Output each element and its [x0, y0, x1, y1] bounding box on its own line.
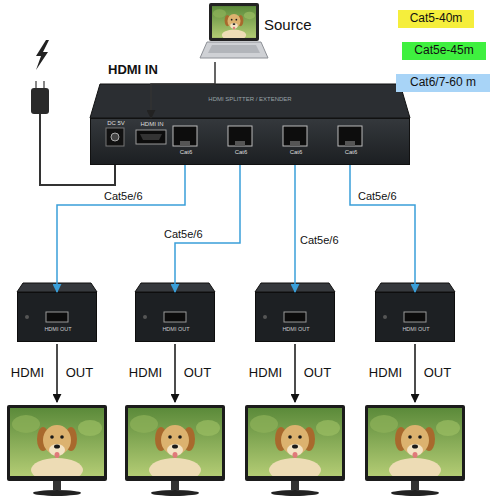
laptop-lid: [209, 3, 259, 41]
source-label: Source: [264, 16, 312, 33]
cable-label: Cat5e/6: [300, 234, 339, 247]
rj45-notch: [290, 141, 300, 146]
laptop-keyboard: [208, 45, 260, 53]
status-led: [143, 315, 147, 319]
rj45-port: [228, 126, 252, 146]
hdmi-port: [284, 312, 306, 322]
output-label: HDMI OUT: [11, 366, 93, 381]
source-laptop: Source: [198, 2, 318, 62]
rj45-notch: [180, 141, 190, 146]
hdmi-out-arrow: [174, 344, 176, 402]
cable-spec-box: Cat6/7-60 m: [396, 74, 490, 92]
status-led: [25, 315, 29, 319]
cable-label: Cat5e/6: [164, 228, 203, 241]
monitor: [125, 405, 225, 496]
output-label: HDMI OUT: [129, 366, 211, 381]
cable-label: HDMI IN: [108, 63, 158, 78]
monitor: [7, 405, 107, 496]
splitter-top: [90, 84, 410, 118]
output-label: HDMI OUT: [249, 366, 331, 381]
port-label: HDMI OUT: [282, 326, 309, 332]
cable-spec-box: Cat5e-45m: [402, 42, 486, 60]
hdmi-out-arrow: [414, 344, 416, 402]
output-label: HDMI OUT: [369, 366, 451, 381]
hdmi-port: [404, 312, 426, 322]
rj45-notch: [345, 141, 355, 146]
port-label: Cat6: [290, 149, 303, 156]
rj45-port: [338, 126, 362, 146]
rj45-notch: [235, 141, 245, 146]
device-print: HDMI SPLITTER / EXTENDER: [208, 96, 291, 103]
receiver-box: HDMI OUT: [255, 292, 335, 342]
laptop-screen: [212, 6, 256, 41]
hdmi-out-arrow: [294, 344, 296, 402]
hdmi-port: [46, 312, 68, 322]
rj45-port: [173, 126, 197, 146]
port-label: Cat6: [235, 149, 248, 156]
status-led: [263, 315, 267, 319]
cable-label: Cat5e/6: [358, 190, 397, 203]
adapter-prong: [35, 81, 37, 88]
cable-connector: [350, 165, 415, 292]
receiver-box: HDMI OUT: [135, 292, 215, 342]
port-label: HDMI OUT: [402, 326, 429, 332]
cable-spec-box: Cat5-40m: [398, 10, 474, 28]
receiver-top: [17, 283, 97, 292]
port-label: Cat6: [345, 149, 358, 156]
receiver-top: [135, 283, 215, 292]
cable-connector: [151, 62, 215, 118]
hdmi-port: [164, 312, 186, 322]
port-label: DC 5V: [107, 120, 125, 127]
cable-spec: Cat6/7-60 m: [410, 76, 476, 90]
power-wire: [40, 114, 115, 185]
receiver-box: HDMI OUT: [17, 292, 97, 342]
cable-connector: [175, 165, 240, 292]
hdmi-out-arrow: [56, 344, 58, 402]
adapter-prong: [43, 81, 45, 88]
lightning-symbol: [36, 40, 49, 70]
receiver-box: HDMI OUT: [375, 292, 455, 342]
power-adapter: [31, 88, 49, 114]
laptop-base: [200, 42, 268, 58]
cable-connector: [57, 165, 185, 292]
receiver-top: [375, 283, 455, 292]
cable-label: Cat5e/6: [104, 190, 143, 203]
rj45-port: [283, 126, 307, 146]
port-label: HDMI OUT: [44, 326, 71, 332]
port-label: Cat6: [180, 149, 193, 156]
receiver-top: [255, 283, 335, 292]
cable-spec: Cat5e-45m: [414, 44, 473, 58]
splitter-box: DC 5V HDMI IN Cat6 Cat6 Cat6 Cat6: [90, 118, 410, 165]
status-led: [383, 315, 387, 319]
monitor: [365, 405, 465, 496]
port-label: HDMI IN: [141, 121, 164, 128]
monitor: [245, 405, 345, 496]
port-label: HDMI OUT: [162, 326, 189, 332]
cable-spec: Cat5-40m: [410, 12, 463, 26]
hdmi-port: [136, 130, 166, 144]
dc-jack: [106, 128, 124, 146]
hdmi-port-inner: [140, 134, 162, 140]
cable-connector: [294, 165, 296, 292]
dc-jack-hole: [111, 133, 119, 141]
